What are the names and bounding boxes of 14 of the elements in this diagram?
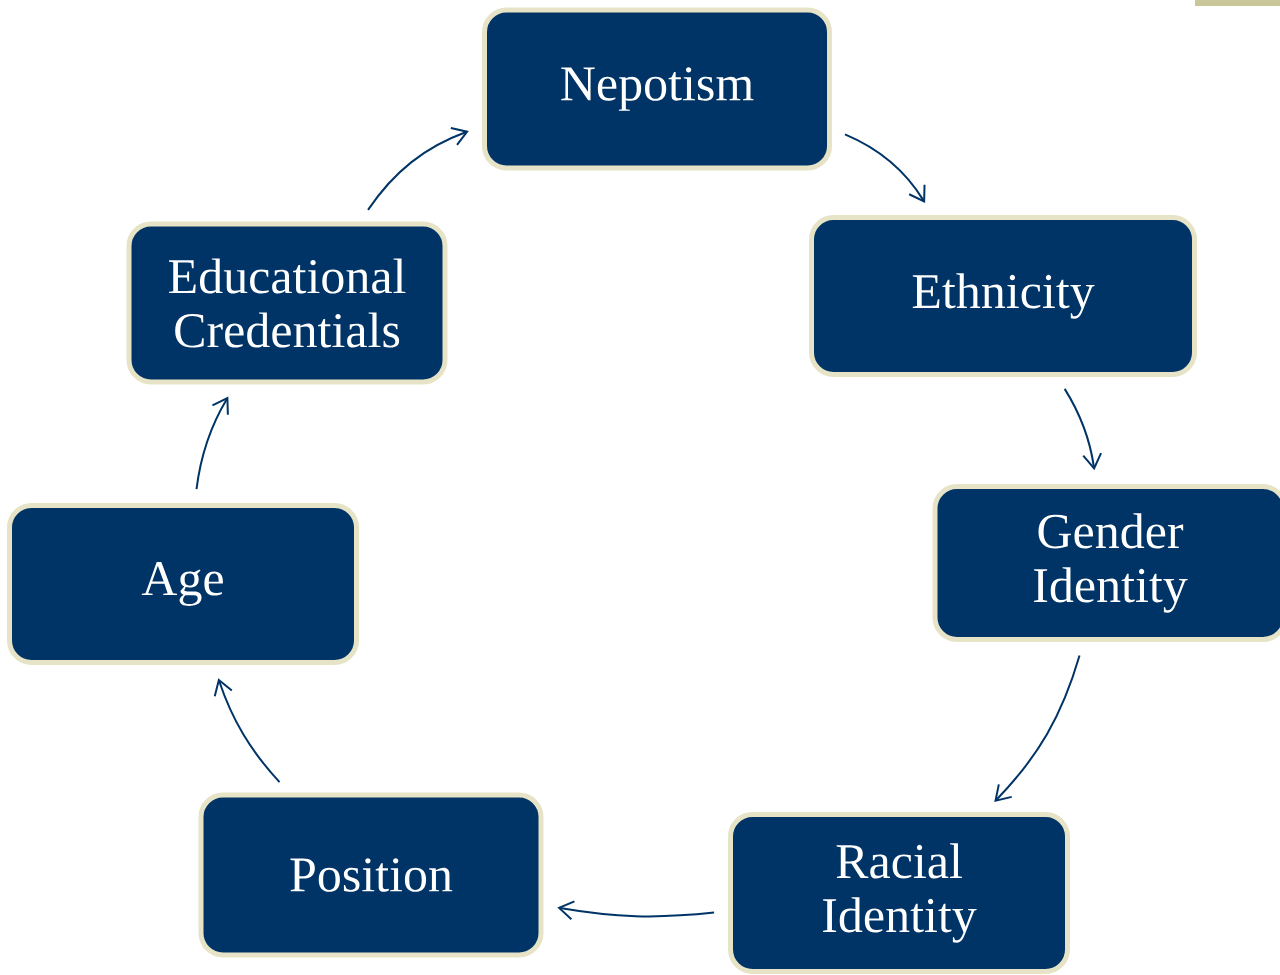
arrow — [367, 127, 469, 211]
arrow — [1063, 387, 1103, 471]
process-box: Racial Identity — [728, 812, 1070, 974]
process-box: Age — [7, 503, 359, 665]
arrow — [213, 678, 281, 784]
process-box: Educational Credentials — [126, 221, 448, 385]
arrow — [994, 654, 1081, 802]
arrow — [557, 900, 716, 921]
arrow — [843, 133, 926, 204]
process-box: Nepotism — [482, 7, 832, 171]
arrow — [195, 396, 229, 491]
process-box: Gender Identity — [932, 484, 1280, 642]
process-box: Ethnicity — [809, 215, 1197, 377]
process-box: Position — [198, 792, 544, 958]
